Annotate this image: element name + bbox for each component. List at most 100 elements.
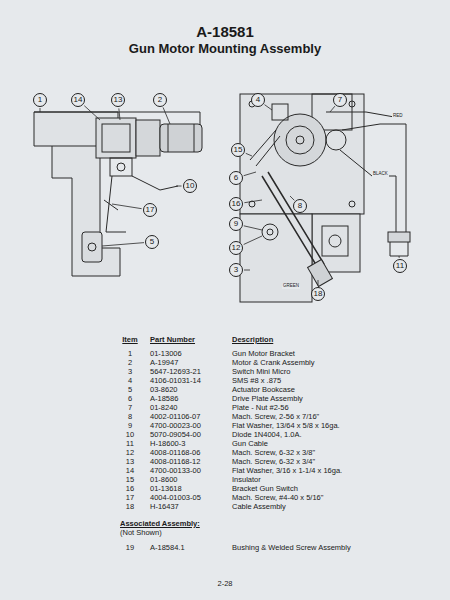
callout-text: 12 [232, 244, 241, 252]
callout-text: 13 [114, 96, 123, 104]
callout-text: 16 [232, 200, 241, 208]
callout-number: 9 [229, 217, 243, 231]
table-header: Part Number [150, 336, 195, 344]
table-cell: Plate - Nut #2-56 [232, 404, 289, 412]
table-cell: Flat Washer, 3/16 x 1-1/4 x 16ga. [232, 467, 342, 475]
table-header: Description [232, 336, 273, 344]
callout-number: 8 [293, 199, 307, 213]
table-cell: 4008-01168-12 [150, 458, 200, 466]
table-note: (Not Shown) [120, 529, 162, 537]
callout-text: 14 [74, 96, 83, 104]
callout-text: 6 [234, 174, 238, 182]
callout-number: 7 [333, 93, 347, 107]
table-cell: Mach. Screw, 2-56 x 7/16" [232, 413, 319, 421]
table-cell: Drive Plate Assembly [232, 395, 303, 403]
table-cell: 03-8620 [150, 386, 178, 394]
callout-number: 14 [71, 93, 86, 108]
table-cell: 1 [128, 350, 132, 358]
table-cell: Bracket Gun Switch [232, 485, 298, 493]
callout-text: 8 [298, 202, 302, 210]
table-cell: 4700-00023-00 [150, 422, 201, 430]
table-cell: 5 [128, 386, 132, 394]
callout-number: 1 [33, 93, 47, 107]
table-cell: Diode 1N4004, 1.0A. [232, 431, 302, 439]
table-cell: 5647-12693-21 [150, 368, 201, 376]
table-cell: A-19947 [150, 359, 178, 367]
table-cell: A-18584.1 [150, 544, 185, 552]
table-cell: 4002-01106-07 [150, 413, 200, 421]
callout-text: 15 [234, 146, 243, 154]
table-cell: 5070-09054-00 [150, 431, 201, 439]
table-cell: 4008-01168-06 [150, 449, 200, 457]
callout-text: 17 [146, 206, 155, 214]
table-cell: Bushing & Welded Screw Assembly [232, 544, 351, 552]
table-cell: Switch Mini Micro [232, 368, 290, 376]
callout-text: 1 [38, 96, 42, 104]
table-cell: 10 [126, 431, 134, 439]
table-cell: 19 [126, 544, 134, 552]
table-cell: Actuator Bookcase [232, 386, 295, 394]
table-cell: 4106-01031-14 [150, 377, 201, 385]
table-note: Associated Assembly: [120, 520, 200, 528]
table-cell: 01-8240 [150, 404, 178, 412]
callout-text: 9 [234, 220, 238, 228]
table-cell: 01-13006 [150, 350, 182, 358]
table-cell: 2 [128, 359, 132, 367]
table-cell: 11 [126, 440, 134, 448]
callout-text: 4 [256, 96, 260, 104]
table-cell: Insulator [232, 476, 261, 484]
table-cell: 8 [128, 413, 132, 421]
callout-number: 2 [153, 93, 167, 107]
wire-label: RED [392, 114, 404, 119]
table-cell: H-18600-3 [150, 440, 185, 448]
callout-number: 17 [143, 203, 158, 218]
table-cell: Gun Motor Bracket [232, 350, 295, 358]
table-cell: 6 [128, 395, 132, 403]
table-cell: Cable Assembly [232, 503, 286, 511]
callout-number: 6 [229, 171, 243, 185]
table-cell: 4004-01003-05 [150, 494, 201, 502]
callout-number: 3 [229, 263, 243, 277]
table-cell: Gun Cable [232, 440, 268, 448]
table-cell: H-16437 [150, 503, 179, 511]
callout-number: 18 [311, 287, 326, 302]
table-cell: Mach. Screw, 6-32 x 3/8" [232, 449, 315, 457]
table-cell: 7 [128, 404, 132, 412]
callout-number: 11 [393, 259, 407, 273]
callout-text: 3 [234, 266, 238, 274]
table-cell: 12 [126, 449, 134, 457]
page-subtitle: Gun Motor Mounting Assembly [129, 42, 321, 55]
table-header: Item [122, 336, 137, 344]
table-cell: 4 [128, 377, 132, 385]
page-number: 2-28 [217, 580, 232, 588]
callout-text: 10 [186, 182, 195, 190]
callout-text: 2 [158, 96, 162, 104]
table-cell: Mach. Screw, #4-40 x 5/16" [232, 494, 323, 502]
table-cell: 14 [126, 467, 134, 475]
table-cell: Mach. Screw, 6-32 x 3/4" [232, 458, 315, 466]
table-cell: SMS #8 x .875 [232, 377, 281, 385]
table-cell: 9 [128, 422, 132, 430]
table-cell: 15 [126, 476, 134, 484]
table-cell: 18 [126, 503, 134, 511]
table-cell: 17 [126, 494, 134, 502]
callout-number: 10 [183, 179, 198, 194]
table-cell: 16 [126, 485, 134, 493]
table-cell: Flat Washer, 13/64 x 5/8 x 16ga. [232, 422, 340, 430]
table-cell: 01-13618 [150, 485, 182, 493]
callout-text: 5 [150, 238, 154, 246]
page-title: A-18581 [196, 24, 254, 39]
table-cell: Motor & Crank Assembly [232, 359, 315, 367]
table-cell: 01-8600 [150, 476, 178, 484]
table-cell: 4700-00133-00 [150, 467, 201, 475]
table-cell: 13 [126, 458, 134, 466]
callout-number: 5 [145, 235, 159, 249]
callout-number: 13 [111, 93, 126, 108]
callout-text: 11 [396, 262, 404, 270]
callout-text: 7 [338, 96, 342, 104]
callout-number: 4 [251, 93, 265, 107]
wire-label: GREEN [282, 284, 300, 289]
table-cell: A-18586 [150, 395, 178, 403]
